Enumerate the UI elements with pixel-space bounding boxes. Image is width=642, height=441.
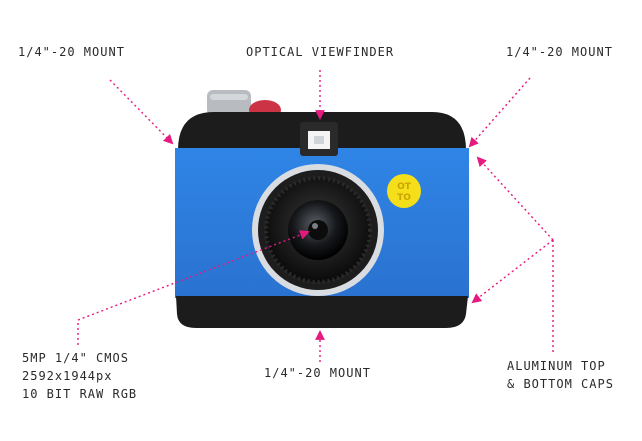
label-sensor: 5MP 1/4" CMOS 2592x1944px 10 BIT RAW RGB	[22, 349, 137, 403]
top-dial-ridges	[210, 94, 248, 100]
label-caps-line2: & BOTTOM CAPS	[507, 377, 614, 391]
arrow-mount-top-right	[468, 77, 531, 148]
label-mount-top-right: 1/4"-20 MOUNT	[506, 44, 613, 60]
bottom-cap	[176, 296, 468, 328]
label-sensor-line3: 10 BIT RAW RGB	[22, 387, 138, 401]
arrow-caps-bottom	[471, 239, 554, 304]
label-caps-line1: ALUMINUM TOP	[507, 359, 606, 373]
label-caps: ALUMINUM TOP & BOTTOM CAPS	[507, 357, 614, 393]
label-optical-viewfinder: OPTICAL VIEWFINDER	[246, 44, 394, 60]
lens-glass	[308, 220, 328, 240]
label-sensor-line1: 5MP 1/4" CMOS	[22, 351, 129, 365]
label-mount-top-left-text: 1/4"-20 MOUNT	[18, 45, 125, 59]
label-sensor-line2: 2592x1944px	[22, 369, 113, 383]
lens-highlight	[312, 223, 318, 229]
label-mount-bottom-text: 1/4"-20 MOUNT	[264, 366, 371, 380]
badge-text-line2: TO	[397, 193, 411, 203]
arrow-mount-top-left	[109, 79, 174, 145]
label-mount-bottom: 1/4"-20 MOUNT	[264, 365, 371, 381]
brand-badge	[387, 174, 421, 208]
label-mount-top-right-text: 1/4"-20 MOUNT	[506, 45, 613, 59]
label-mount-top-left: 1/4"-20 MOUNT	[18, 44, 125, 60]
arrow-caps-top	[476, 156, 554, 241]
arrow-sensor	[77, 230, 310, 345]
badge-text-line1: OT	[397, 182, 412, 192]
viewfinder-glass	[314, 136, 324, 144]
label-optical-viewfinder-text: OPTICAL VIEWFINDER	[246, 45, 395, 59]
